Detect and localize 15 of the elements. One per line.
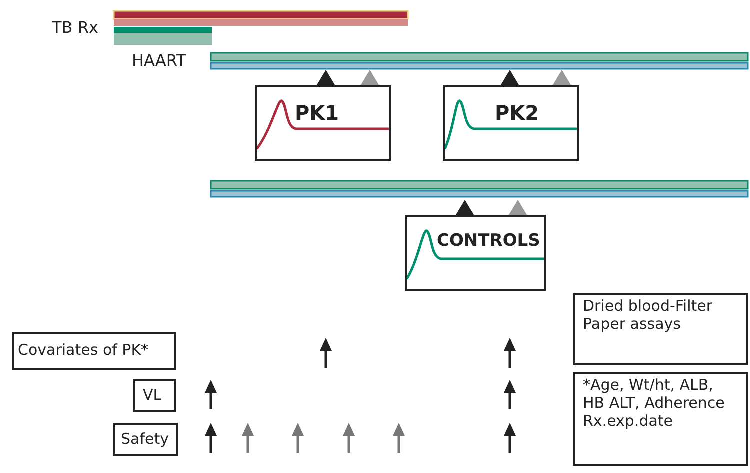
box-title: CONTROLS — [437, 231, 540, 252]
note-box — [573, 293, 748, 365]
note-box — [573, 372, 748, 466]
row-label-box — [113, 423, 178, 456]
row-label-box — [133, 379, 176, 412]
box-text: *Age, Wt/ht, ALB, HB ALT, Adherence Rx.exp.date — [583, 376, 726, 430]
row-label-box — [12, 332, 176, 370]
box-title: PK1 — [295, 101, 340, 125]
box-text: Dried blood-Filter Paper assays — [583, 297, 713, 333]
box-text: Covariates of PK* — [18, 341, 149, 359]
row-label: HAART — [132, 51, 186, 70]
box-title: PK2 — [495, 101, 540, 125]
box-text: Safety — [121, 430, 169, 448]
row-label: TB Rx — [52, 18, 98, 37]
box-text: VL — [143, 386, 162, 404]
